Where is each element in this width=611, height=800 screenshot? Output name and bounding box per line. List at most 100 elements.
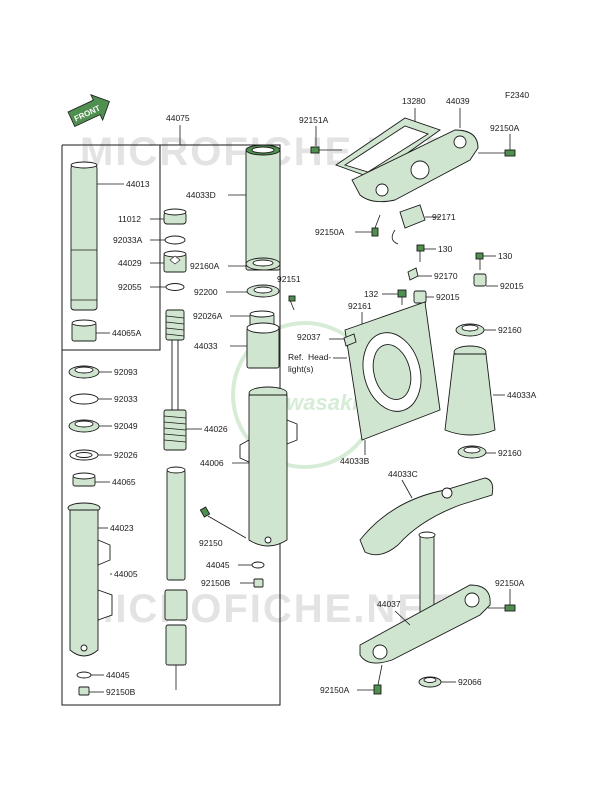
headlight-housing-44033B: [344, 301, 441, 441]
ring-92033A: [164, 235, 186, 245]
label-92150: 92150: [199, 538, 223, 548]
cylinder-44023: [164, 466, 188, 690]
label-92170: 92170: [434, 271, 458, 281]
label-92066: 92066: [458, 677, 482, 687]
bushing-44065A: [71, 319, 97, 342]
label-132: 132: [364, 289, 378, 299]
label-44029: 44029: [118, 258, 142, 268]
label-44065A: 44065A: [112, 328, 142, 338]
label-44033D: 44033D: [186, 190, 216, 200]
tube-44033D: [245, 144, 281, 271]
washer-92150B-mid: [253, 578, 264, 588]
assembly-frame-44075: [61, 144, 281, 706]
label-92055: 92055: [118, 282, 142, 292]
label-92160-b: 92160: [498, 448, 522, 458]
label-44033A: 44033A: [507, 390, 537, 400]
bolt-132: [397, 289, 407, 305]
collar-44029: [163, 250, 187, 273]
label-92150B-low: 92150B: [106, 687, 136, 697]
label-92049: 92049: [114, 421, 138, 431]
outer-tube-44005: [67, 502, 113, 657]
cap-11012: [163, 208, 187, 225]
label-92160-a: 92160: [498, 325, 522, 335]
label-92150A-left: 92150A: [315, 227, 345, 237]
label-44039: 44039: [446, 96, 470, 106]
bolt-44045-mid: [251, 561, 265, 569]
label-92033A: 92033A: [113, 235, 143, 245]
label-92015-b: 92015: [500, 281, 524, 291]
washer-92160-b: [457, 445, 487, 459]
circlip-92033: [69, 393, 99, 405]
fork-tube-44013: [70, 161, 98, 311]
label-92160A: 92160A: [190, 261, 220, 271]
label-44037: 44037: [377, 599, 401, 609]
clamp-92171: [391, 204, 426, 245]
label-44065: 44065: [112, 477, 136, 487]
label-44075: 44075: [166, 113, 190, 123]
front-arrow-icon: FRONT: [67, 94, 110, 128]
label-44045-low: 44045: [106, 670, 130, 680]
label-ref-headlight-2: Head-: [308, 352, 331, 362]
slider-44006: [239, 386, 298, 547]
assembly-frame-inner: [61, 145, 161, 351]
label-92093: 92093: [114, 367, 138, 377]
label-92150B-mid: 92150B: [201, 578, 231, 588]
clip-92170: [407, 267, 419, 281]
washer-92160-a: [455, 323, 485, 337]
bolt-130-a: [416, 244, 425, 262]
upper-bracket-44039: [351, 129, 479, 203]
bolt-92151: [288, 295, 296, 311]
cover-44033C: [359, 477, 494, 556]
label-44006: 44006: [200, 458, 224, 468]
label-92151: 92151: [277, 274, 301, 284]
cover-44033A: [444, 345, 496, 436]
cover-13280: [335, 117, 441, 179]
seal-92066: [418, 676, 442, 688]
label-92150A-bottom: 92150A: [320, 685, 350, 695]
washer-92150B-low: [78, 686, 90, 696]
label-92151A: 92151A: [299, 115, 329, 125]
seal-92093: [68, 365, 100, 379]
washer-92026: [69, 449, 99, 461]
label-44033C: 44033C: [388, 469, 418, 479]
washer-92200: [246, 284, 280, 298]
label-92200: 92200: [194, 287, 218, 297]
steering-stem-44037: [359, 531, 491, 664]
label-44033B: 44033B: [340, 456, 370, 466]
bolt-92150A-bottom: [373, 664, 383, 695]
label-44005: 44005: [114, 569, 138, 579]
bolt-130-b: [475, 252, 484, 270]
label-ref-headlight-1: Ref.: [288, 352, 304, 362]
bolt-92150A-left: [371, 214, 381, 237]
collar-92015-b: [473, 273, 487, 287]
spacer-44033: [246, 322, 280, 369]
label-92171: 92171: [432, 212, 456, 222]
bolt-92150: [199, 506, 247, 539]
label-92033: 92033: [114, 394, 138, 404]
label-44045-mid: 44045: [206, 560, 230, 570]
label-44023: 44023: [110, 523, 134, 533]
oring-92055: [165, 283, 185, 291]
washer-92160A: [245, 257, 281, 271]
label-92150A-right: 92150A: [495, 578, 525, 588]
label-44026: 44026: [204, 424, 228, 434]
label-130-b: 130: [498, 251, 512, 261]
label-ref-headlight-3: light(s): [288, 364, 314, 374]
bolt-92151A: [310, 146, 342, 154]
bracket-92037: [343, 333, 357, 347]
oil-seal-92049: [68, 419, 100, 433]
spring-upper: [165, 309, 185, 341]
label-92150A-top: 92150A: [490, 123, 520, 133]
damper-rod-44026: [163, 339, 187, 451]
watermark-text-bottom: MICROFICHE.NET: [80, 587, 452, 631]
label-92161: 92161: [348, 301, 372, 311]
label-11012: 11012: [118, 214, 141, 224]
bolt-92150A-top: [478, 149, 516, 157]
bolt-44045-low: [76, 671, 92, 679]
bolt-92150A-right: [488, 604, 516, 612]
figure-code: F2340: [505, 90, 529, 100]
collar-92015-a: [413, 290, 427, 304]
label-92015-a: 92015: [436, 292, 460, 302]
label-92026: 92026: [114, 450, 138, 460]
